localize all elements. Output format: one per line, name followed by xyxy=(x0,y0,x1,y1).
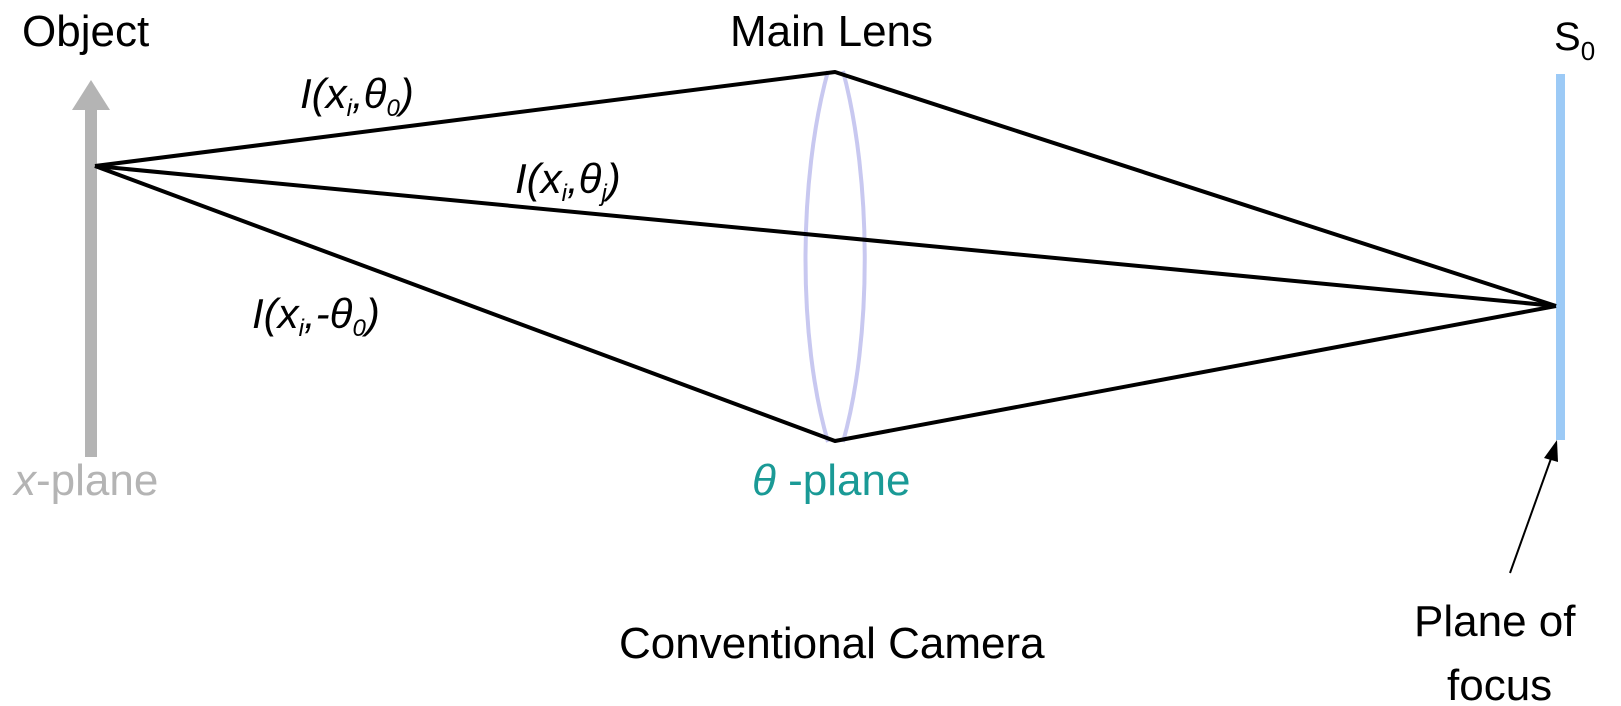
main-lens-label: Main Lens xyxy=(730,7,933,56)
rays xyxy=(94,70,1557,443)
plane-of-focus-arrow xyxy=(1509,440,1558,574)
ray-lower xyxy=(94,164,1557,443)
sensor-subscript: 0 xyxy=(1581,36,1595,66)
caption: Conventional Camera xyxy=(619,619,1045,668)
plane-of-focus-label-line2: focus xyxy=(1447,661,1552,706)
ray-label-neg-theta0: I(xi,-θ0) xyxy=(252,290,380,342)
sensor-plane xyxy=(1556,74,1565,440)
theta-plane-label: θ -plane xyxy=(752,456,910,505)
object-label: Object xyxy=(22,7,149,56)
ray-upper xyxy=(94,70,1557,308)
ray-center xyxy=(94,164,1557,308)
plane-of-focus-label-line1: Plane of xyxy=(1414,597,1576,646)
x-plane-label: x-plane xyxy=(12,456,158,505)
ray-label-theta0: I(xi,θ0) xyxy=(300,70,414,122)
main-lens xyxy=(803,70,867,443)
ray-label-thetaj: I(xi,θj) xyxy=(515,155,621,207)
sensor-label: S0 xyxy=(1554,15,1595,66)
object-arrow xyxy=(72,80,110,457)
